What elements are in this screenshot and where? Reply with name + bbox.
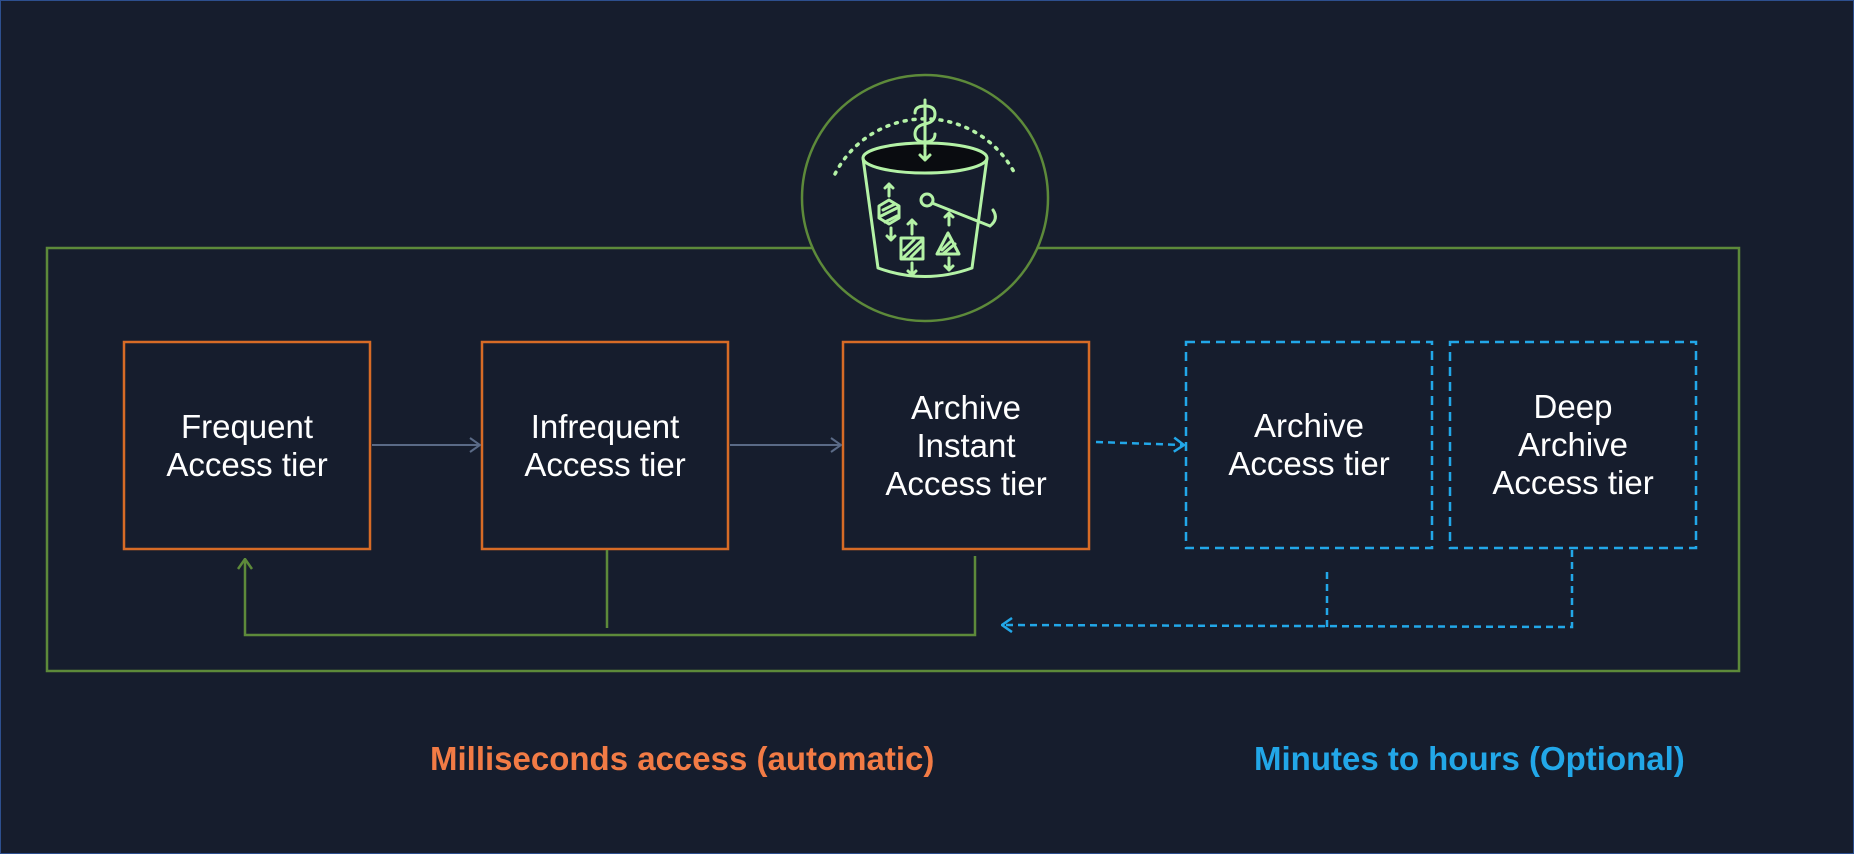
deep-archive-tier-label: Deep Archive Access tier bbox=[1492, 388, 1654, 501]
arrow-archive-instant-to-archive bbox=[1095, 442, 1184, 445]
infrequent-tier-box bbox=[480, 340, 730, 551]
archive-tier-label: Archive Access tier bbox=[1228, 407, 1390, 482]
caption-automatic: Milliseconds access (automatic) bbox=[430, 740, 935, 777]
deep-archive-tier-box bbox=[1448, 340, 1698, 550]
s3-intelligent-tiering-bucket-icon bbox=[833, 98, 1017, 278]
archive-instant-tier-label: Archive Instant Access tier bbox=[885, 388, 1047, 502]
frequent-tier-box bbox=[122, 340, 372, 551]
frequent-tier-label: Frequent Access tier bbox=[166, 407, 328, 483]
return-path-optional bbox=[1002, 550, 1574, 627]
infrequent-tier-label: Infrequent Access tier bbox=[524, 407, 686, 483]
archive-instant-tier-box bbox=[841, 340, 1091, 551]
icon-circle bbox=[800, 73, 1050, 323]
return-path-automatic bbox=[245, 556, 977, 637]
archive-tier-box bbox=[1184, 340, 1434, 550]
caption-optional: Minutes to hours (Optional) bbox=[1254, 740, 1685, 777]
